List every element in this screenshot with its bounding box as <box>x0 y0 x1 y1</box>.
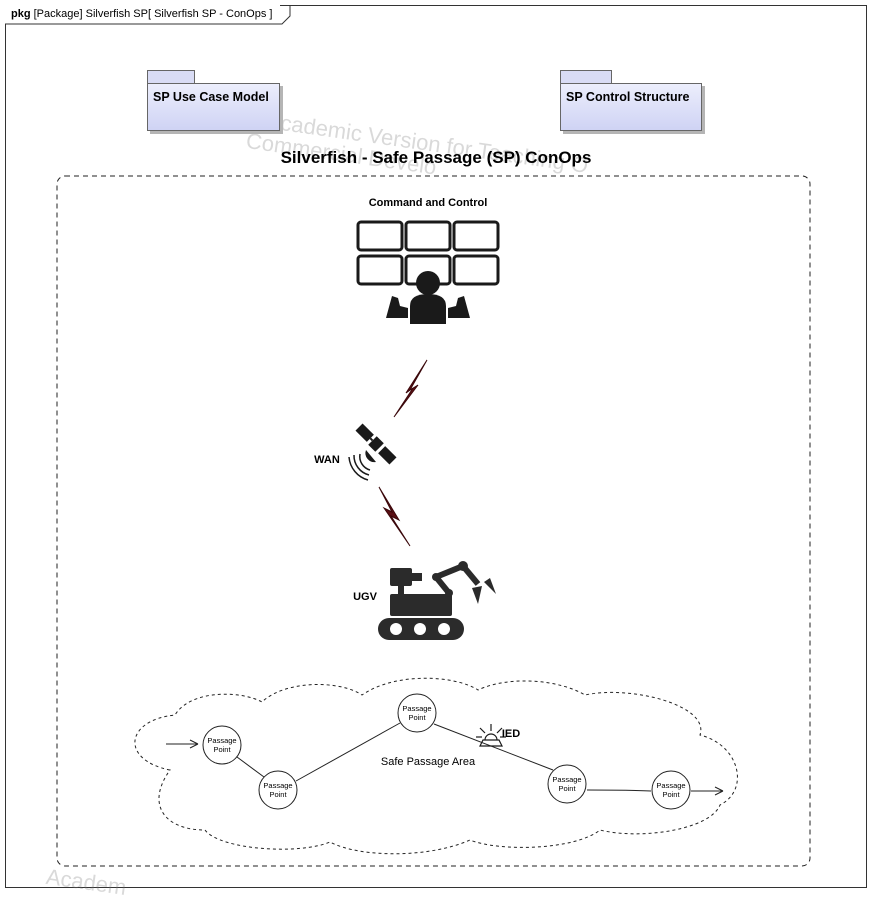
ugv-label: UGV <box>353 591 378 603</box>
passage-point-text: Passage <box>207 736 236 745</box>
passage-point-text: Point <box>213 745 231 754</box>
diagram-title: Silverfish - Safe Passage (SP) ConOps <box>280 148 592 167</box>
lightning-icon <box>378 486 411 547</box>
passage-point-text: Passage <box>656 781 685 790</box>
passage-point[interactable]: Passage Point <box>202 725 242 765</box>
lightning-icon <box>393 359 428 418</box>
safe-passage-area-label: Safe Passage Area <box>381 756 476 768</box>
passage-point-text: Passage <box>402 704 431 713</box>
safe-passage-area-cloud <box>134 677 738 855</box>
passage-point-text: Point <box>408 713 426 722</box>
frame-header: pkg [Package] Silverfish SP[ Silverfish … <box>5 5 281 24</box>
exit-arrowhead <box>714 786 724 796</box>
passage-point[interactable]: Passage Point <box>651 770 691 810</box>
passage-point[interactable]: Passage Point <box>258 770 298 810</box>
passage-point[interactable]: Passage Point <box>397 693 437 733</box>
command-and-control-icon <box>356 220 500 324</box>
satellite-icon <box>348 423 397 481</box>
wan-label: WAN <box>314 454 340 466</box>
diagram-frame <box>5 5 867 888</box>
passage-point[interactable]: Passage Point <box>547 764 587 804</box>
passage-point-text: Passage <box>552 775 581 784</box>
passage-point-text: Point <box>558 784 576 793</box>
ied-icon <box>476 724 506 747</box>
passage-point-text: Point <box>662 790 680 799</box>
package-label: SP Use Case Model <box>147 83 280 131</box>
entry-arrowhead <box>189 739 199 749</box>
passage-point-text: Passage <box>263 781 292 790</box>
command-and-control-label: Command and Control <box>369 197 488 209</box>
ugv-robot-icon <box>378 561 496 640</box>
route-edges <box>236 722 652 792</box>
ied-label: IED <box>502 728 520 740</box>
package-label: SP Control Structure <box>560 83 702 131</box>
conops-boundary <box>56 175 811 867</box>
frame-kind: pkg <box>11 8 31 20</box>
passage-point-text: Point <box>269 790 287 799</box>
frame-label: [Package] Silverfish SP[ Silverfish SP -… <box>33 8 273 20</box>
